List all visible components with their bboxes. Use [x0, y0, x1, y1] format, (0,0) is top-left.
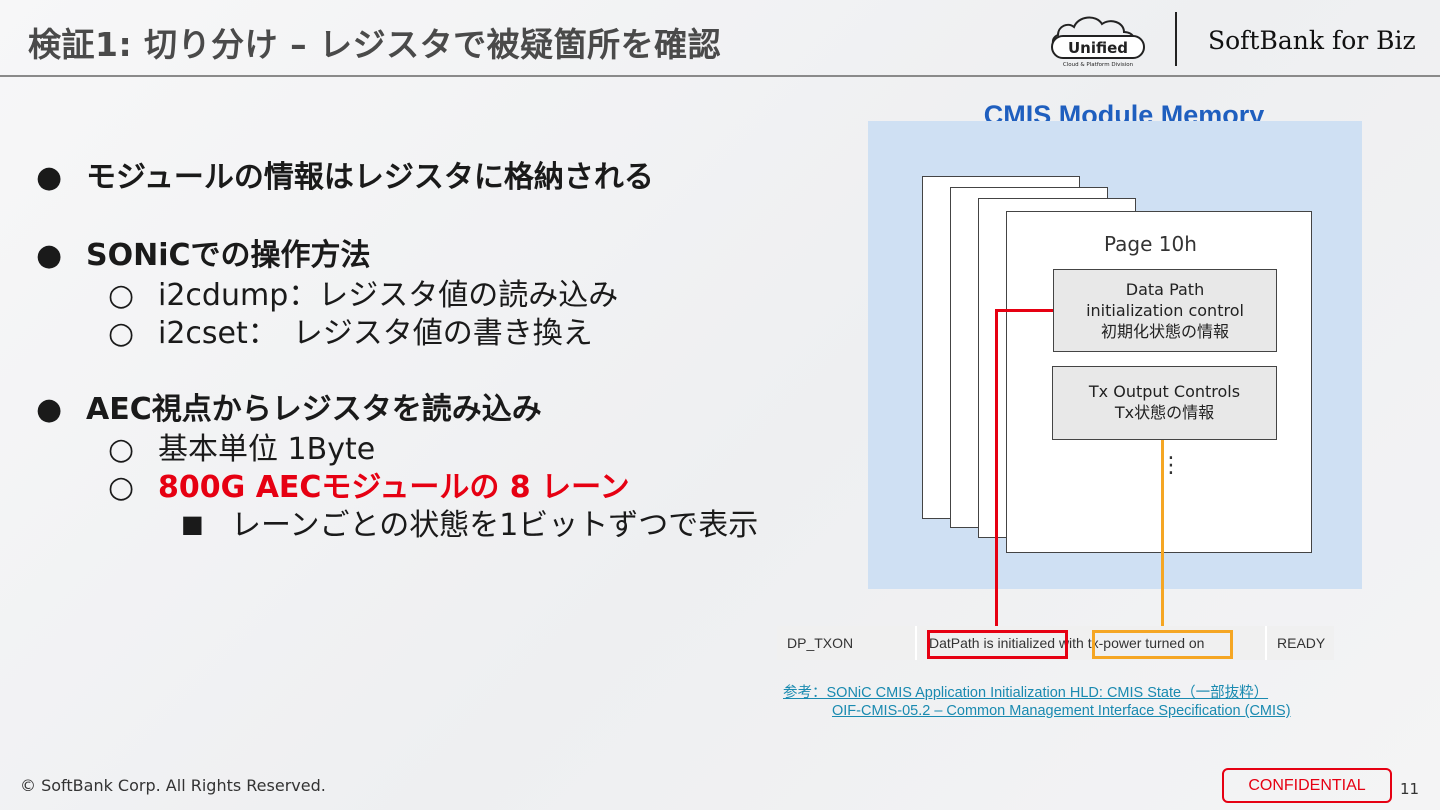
register-line: Data Path: [1125, 280, 1205, 299]
bullet-aec-read: ● AEC視点からレジスタを読み込み: [36, 384, 542, 428]
bullet-dot-icon: ●: [36, 392, 63, 427]
slide-title: 検証1: 切り分け – レジスタで被疑箇所を確認: [28, 25, 722, 64]
register-line: 初期化状態の情報: [1100, 322, 1229, 341]
sub-sub-bullet-bits: ■ レーンごとの状態を1ビットずつで表示: [181, 500, 758, 544]
bullet-dot-icon: ●: [36, 238, 63, 273]
bullet-dot-icon: ●: [36, 160, 63, 195]
register-line: initialization control: [1086, 301, 1244, 320]
bullet-circle-icon: ○: [108, 316, 135, 351]
bullet-circle-icon: ○: [108, 432, 135, 467]
bullet-text: モジュールの情報はレジスタに格納される: [86, 160, 654, 195]
reference-link-sonic-hld[interactable]: 参考：SONiC CMIS Application Initialization…: [783, 685, 1269, 701]
softbank-logo: SoftBank for Biz: [1208, 26, 1416, 55]
reference-link-oif-cmis[interactable]: OIF-CMIS-05.2 – Common Management Interf…: [832, 703, 1291, 719]
confidential-badge: CONFIDENTIAL: [1222, 768, 1392, 803]
register-datapath-init: Data Path initialization control 初期化状態の情…: [1053, 269, 1277, 352]
sub-bullet-i2cset: ○ i2cset： レジスタ値の書き換え: [108, 308, 593, 352]
bullet-sonic-ops: ● SONiCでの操作方法: [36, 230, 371, 274]
register-line: Tx状態の情報: [1114, 403, 1215, 422]
logo-divider: [1175, 12, 1177, 66]
bullet-module-info: ● モジュールの情報はレジスタに格納される: [36, 152, 654, 196]
bullet-square-icon: ■: [181, 510, 204, 538]
orange-connector-vertical: [1161, 440, 1164, 632]
copyright: © SoftBank Corp. All Rights Reserved.: [20, 776, 326, 795]
sub-bullet-i2cdump: ○ i2cdump：レジスタ値の読み込み: [108, 270, 618, 314]
bullet-text: AEC視点からレジスタを読み込み: [86, 392, 542, 427]
sub-bullet-text-highlight: 800G AECモジュールの 8 レーン: [158, 470, 630, 505]
red-connector-horizontal: [995, 309, 1053, 312]
sub-bullet-text: 基本単位 1Byte: [158, 432, 376, 467]
highlight-tx-power-on: [1092, 630, 1233, 659]
sub-bullet-unit: ○ 基本単位 1Byte: [108, 424, 375, 468]
header-divider: [0, 75, 1440, 77]
register-line: Tx Output Controls: [1088, 382, 1241, 401]
page-label: Page 10h: [1104, 232, 1197, 256]
bullet-text: SONiCでの操作方法: [86, 238, 371, 273]
sub-bullet-lanes: ○ 800G AECモジュールの 8 レーン: [108, 462, 630, 506]
bullet-circle-icon: ○: [108, 278, 135, 313]
page-number: 11: [1400, 780, 1420, 798]
sub-bullet-text: i2cdump：レジスタ値の読み込み: [158, 278, 619, 313]
unified-logo-sub: Cloud & Platform Division: [1063, 62, 1134, 68]
unified-logo-text: Unified: [1068, 39, 1128, 57]
register-tx-output: Tx Output Controls Tx状態の情報: [1052, 366, 1277, 440]
sub-sub-bullet-text: レーンごとの状態を1ビットずつで表示: [231, 508, 759, 543]
state-cell-status: READY: [1267, 626, 1334, 660]
sub-bullet-text: i2cset： レジスタ値の書き換え: [158, 316, 593, 351]
unified-logo: Unified Cloud & Platform Division: [1051, 16, 1145, 68]
bullet-circle-icon: ○: [108, 470, 135, 505]
state-cell-name: DP_TXON: [777, 626, 917, 660]
more-registers-ellipsis: ⋮: [1160, 453, 1182, 478]
highlight-datapath-initialized: [927, 630, 1068, 659]
red-connector-vertical: [995, 309, 998, 632]
